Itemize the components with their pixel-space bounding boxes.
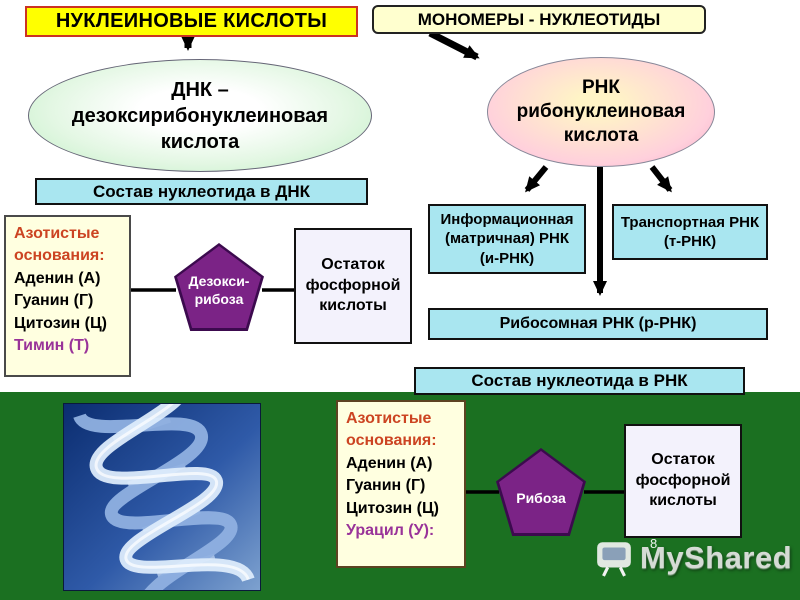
rna-base-guanine: Гуанин (Г)	[346, 477, 426, 495]
rna-phosphate-box: Остаток фосфорной кислоты	[624, 424, 742, 538]
dna-base-cytosine: Цитозин (Ц)	[14, 314, 107, 332]
monomers-label: МОНОМЕРЫ - НУКЛЕОТИДЫ	[372, 5, 706, 34]
arrow-monomers-to-rna	[428, 29, 480, 61]
dna-ellipse-line: дезоксирибонуклеиновая	[71, 104, 329, 127]
deoxyribose-pentagon: Дезокси-рибоза	[174, 243, 264, 331]
dna-base-adenine: Аденин (А)	[14, 269, 101, 287]
dna-ellipse-line: кислота	[160, 130, 240, 153]
projector-screen-icon	[597, 542, 631, 577]
rna-ellipse-line: РНК	[582, 76, 620, 98]
rna-ellipse-line: рибонуклеиновая	[516, 100, 686, 122]
rna-bases-title: Азотистые основания:	[346, 410, 437, 450]
rna-base-uracil: Урацил (У):	[346, 521, 435, 539]
dna-bases-title: Азотистые основания:	[14, 225, 105, 265]
dna-phosphate-box: Остаток фосфорной кислоты	[294, 228, 412, 344]
page-number: 8	[650, 536, 658, 551]
myshared-watermark[interactable]: MyShared	[594, 535, 792, 581]
rrna-box: Рибосомная РНК (р-РНК)	[428, 308, 768, 340]
dna-base-thymine: Тимин (Т)	[14, 336, 90, 354]
mrna-box: Информационная (матричная) РНК (и-РНК)	[428, 204, 586, 274]
rna-ellipse: РНК рибонуклеиновая кислота	[487, 57, 715, 167]
ribose-label: Рибоза	[516, 490, 566, 506]
dna-base-guanine: Гуанин (Г)	[14, 292, 94, 310]
rna-composition-label: Состав нуклеотида в РНК	[414, 367, 745, 395]
dna-helix-graphic	[64, 404, 260, 590]
deoxyribose-label: Дезокси-рибоза	[188, 273, 250, 307]
arrow-rna-to-trna	[649, 165, 673, 193]
dna-bases-box: Азотистые основания: Аденин (А) Гуанин (…	[4, 215, 131, 377]
myshared-logo-text: MyShared	[640, 540, 793, 575]
trna-box: Транспортная РНК (т-РНК)	[612, 204, 768, 260]
page-title: НУКЛЕИНОВЫЕ КИСЛОТЫ	[25, 6, 358, 37]
rna-base-cytosine: Цитозин (Ц)	[346, 499, 439, 517]
dna-ellipse: ДНК – дезоксирибонуклеиновая кислота	[28, 59, 372, 172]
dna-composition-label: Состав нуклеотида в ДНК	[35, 178, 368, 205]
rna-bases-box: Азотистые основания: Аденин (А) Гуанин (…	[336, 400, 466, 568]
ribose-pentagon: Рибоза	[496, 448, 586, 536]
dna-ellipse-line: ДНК –	[171, 78, 229, 101]
dna-helix-image	[63, 403, 261, 591]
rna-base-adenine: Аденин (А)	[346, 454, 433, 472]
rna-ellipse-line: кислота	[563, 125, 639, 147]
arrow-rna-to-mrna	[524, 165, 549, 193]
